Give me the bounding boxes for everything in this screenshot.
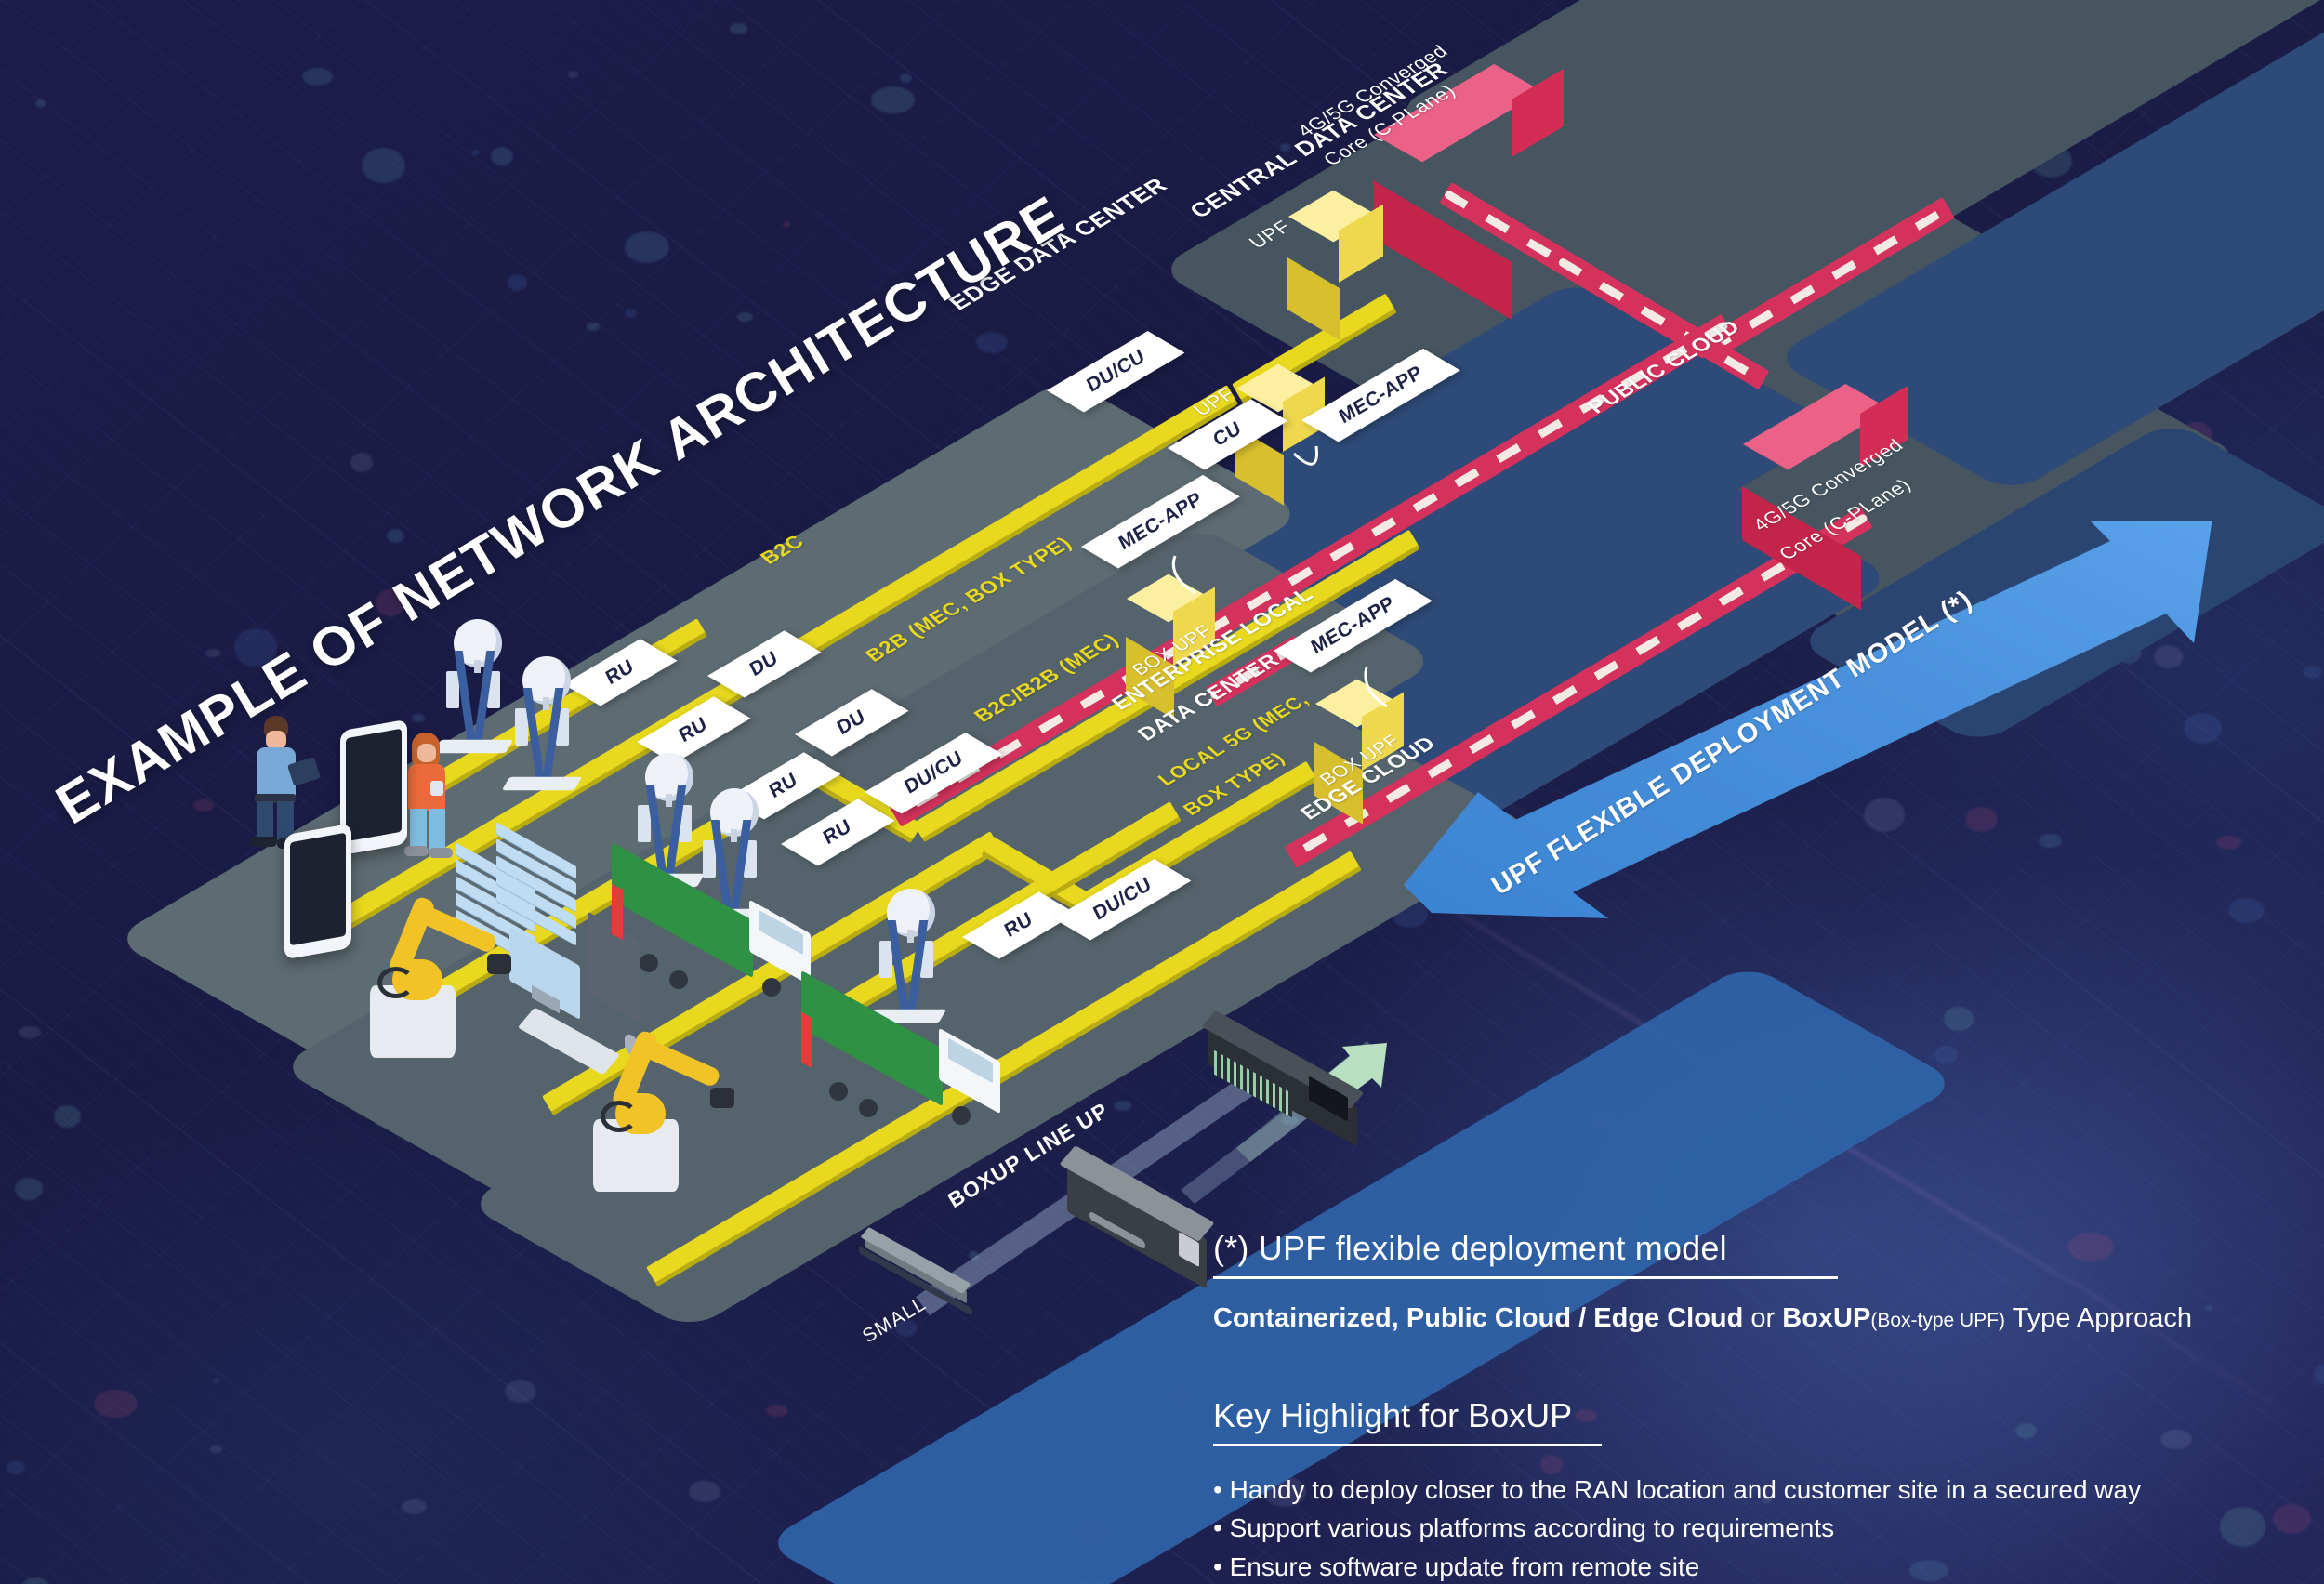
notes-heading-2: Key Highlight for BoxUP xyxy=(1213,1395,1573,1434)
notes-subtitle: Containerized, Public Cloud / Edge Cloud… xyxy=(1213,1301,2310,1337)
notes-bullets: • Handy to deploy closer to the RAN loca… xyxy=(1213,1471,2310,1584)
phone-screen xyxy=(290,832,346,946)
phone-screen xyxy=(346,728,402,842)
chip-label: RU xyxy=(766,768,801,803)
notes-heading-1-underline xyxy=(1213,1276,1838,1279)
upf-box-central xyxy=(1287,190,1383,340)
notes-heading-1: (*) UPF flexible deployment model xyxy=(1213,1229,1727,1267)
chip-label: RU xyxy=(1001,907,1037,943)
chip-label: RU xyxy=(820,814,855,850)
bullet-item: • Support various platforms according to… xyxy=(1213,1513,1835,1543)
person-woman xyxy=(395,733,456,859)
notes-sub-a: Containerized, Public Cloud / Edge Cloud xyxy=(1213,1303,1744,1333)
core-box-public-cloud xyxy=(1742,384,1908,611)
notes-sub-e: Type Approach xyxy=(2005,1303,2193,1333)
upf-flexible-deployment-arrow xyxy=(1404,521,2212,918)
chip-label: DU xyxy=(746,646,782,681)
notes-sub-d: (Box-type UPF) xyxy=(1870,1310,2006,1331)
bullet-item: • Handy to deploy closer to the RAN loca… xyxy=(1213,1474,2142,1504)
chip-label: DU xyxy=(834,705,869,740)
bullet-item: • Ensure software update from remote sit… xyxy=(1213,1551,1700,1581)
notes-sub-b: or xyxy=(1743,1303,1783,1333)
person-businessman xyxy=(244,716,321,849)
notes-heading-2-underline xyxy=(1213,1443,1602,1446)
chip-label: CU xyxy=(1209,416,1246,452)
notes-sub-c: BoxUP xyxy=(1782,1303,1871,1333)
box-upf-edge-cloud xyxy=(1314,679,1404,825)
chip-label: RU xyxy=(602,654,638,690)
notes-panel: (*) UPF flexible deployment model Contai… xyxy=(1213,1229,2310,1584)
box-upf-enterprise xyxy=(1126,574,1215,719)
phone-large-2 xyxy=(284,823,351,960)
chip-label: RU xyxy=(676,712,711,747)
